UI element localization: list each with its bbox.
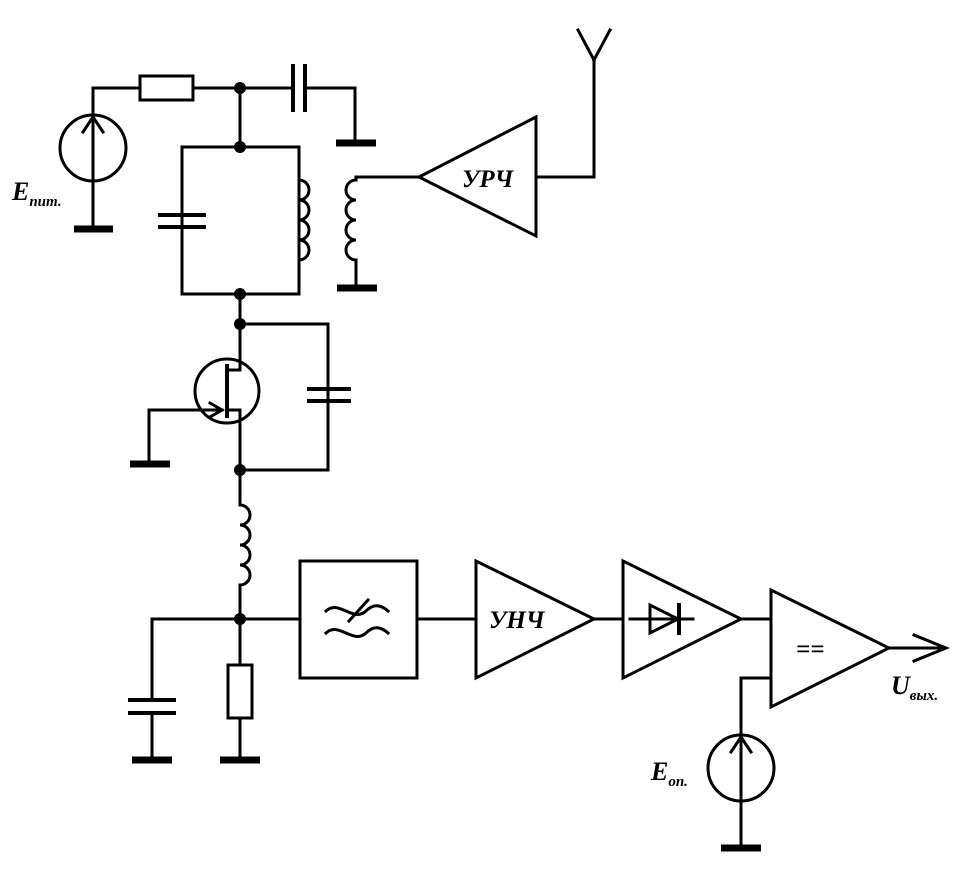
comparator-label: == <box>796 636 825 663</box>
reference-source-e-op <box>706 676 776 852</box>
af-amplifier-label: УНЧ <box>489 607 546 634</box>
output-label: Uвых. <box>891 671 938 704</box>
supply-source-e-pit <box>58 86 142 233</box>
reference-label: Eоп. <box>650 757 688 790</box>
rf-amplifier: УРЧ <box>415 58 596 239</box>
detector <box>621 558 773 681</box>
coupling-coil <box>337 175 421 292</box>
supply-resistor <box>138 74 295 102</box>
series-inductor <box>238 468 252 621</box>
junction-dots <box>234 82 246 625</box>
load-network <box>128 617 302 764</box>
decoupling-capacitor <box>291 64 376 147</box>
bandpass-filter <box>298 559 478 680</box>
diode-icon <box>628 602 695 636</box>
bandpass-filter-icon <box>323 597 391 638</box>
supply-label: Eпит. <box>11 177 62 210</box>
rf-amplifier-label: УРЧ <box>462 166 515 193</box>
antenna-icon <box>575 27 613 63</box>
lc-tank <box>158 86 311 296</box>
af-amplifier: УНЧ <box>474 558 625 681</box>
comparator: == <box>769 587 950 710</box>
jfet-stage <box>130 292 351 472</box>
